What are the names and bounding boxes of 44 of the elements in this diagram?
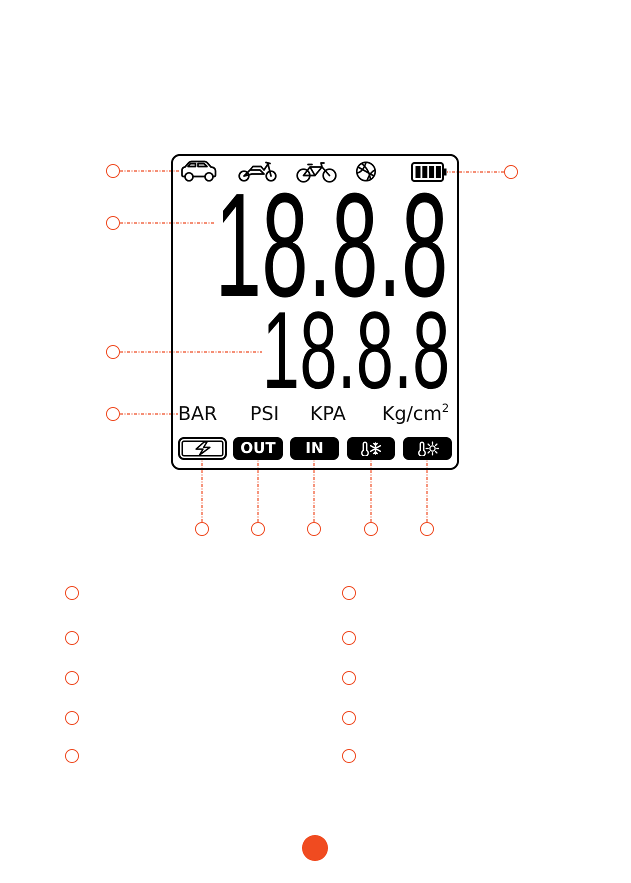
callout-circle <box>342 631 356 645</box>
leader-line <box>313 460 315 522</box>
unit-label: PSI <box>250 403 280 425</box>
small-digit-readout: 18.8.8 <box>262 307 450 389</box>
callout-circle <box>65 671 79 685</box>
lcd-screen-frame <box>171 154 459 470</box>
callout-circle <box>106 345 120 359</box>
leader-line <box>447 171 504 173</box>
leader-line <box>120 170 180 172</box>
callout-circle <box>342 671 356 685</box>
leader-line <box>257 460 259 522</box>
callout-circle <box>65 711 79 725</box>
leader-line <box>426 460 428 522</box>
callout-circle <box>342 711 356 725</box>
callout-circle <box>504 165 518 179</box>
callout-circle <box>106 216 120 230</box>
unit-label: BAR <box>178 403 218 425</box>
indicator-badge: OUT <box>233 437 283 460</box>
callout-circle <box>251 522 265 536</box>
callout-circle <box>65 586 79 600</box>
car-icon <box>180 160 218 182</box>
indicator-badge <box>347 437 395 460</box>
indicator-badge: IN <box>290 437 339 460</box>
callout-circle <box>420 522 434 536</box>
leader-line <box>120 351 262 353</box>
callout-circle <box>65 631 79 645</box>
indicator-badge <box>403 437 452 460</box>
battery-icon <box>411 162 447 182</box>
indicator-badge <box>178 437 227 460</box>
callout-circle <box>195 522 209 536</box>
unit-label: KPA <box>310 403 346 425</box>
leader-line <box>120 222 215 224</box>
callout-circle <box>65 749 79 763</box>
callout-circle <box>106 164 120 178</box>
callout-circle <box>106 407 120 421</box>
leader-line <box>201 460 203 522</box>
callout-circle <box>342 749 356 763</box>
callout-circle <box>364 522 378 536</box>
callout-circle <box>342 586 356 600</box>
large-digit-readout: 18.8.8 <box>215 188 448 297</box>
leader-line <box>370 460 372 522</box>
unit-label: Kg/cm$^{2}$ <box>382 403 450 425</box>
callout-circle <box>307 522 321 536</box>
leader-line <box>120 413 178 415</box>
